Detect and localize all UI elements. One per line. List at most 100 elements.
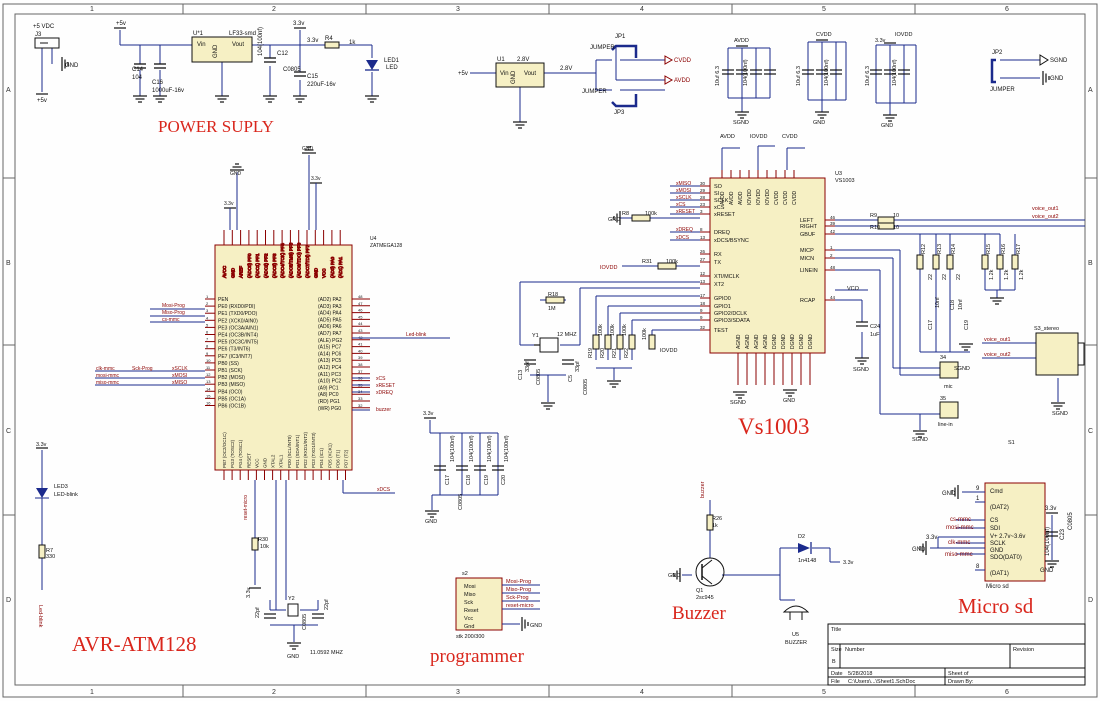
r18-ref: R18	[548, 292, 558, 298]
avr-net-xsclk: xSCLK	[172, 366, 188, 372]
r8-ref: R8	[622, 211, 629, 217]
avr-left-pin-num: 3	[206, 308, 209, 313]
decoup-sgnd: SGND	[733, 120, 749, 126]
vs-iovdd-top: IOVDD	[750, 134, 767, 140]
col-label-4b: 4	[640, 689, 644, 696]
vs-left-pin-num: 9	[700, 315, 703, 320]
avr-right-pin-label: (AD7) PA7	[318, 331, 342, 337]
jp3-label: JUMPER	[582, 89, 607, 95]
avr-right-pin-label: (A10) PC2	[318, 379, 342, 385]
vs-left-pin-label: DREQ	[714, 230, 731, 236]
j3-ref: J3	[35, 32, 42, 38]
net-avdd: AVDD	[674, 78, 691, 84]
r22-val: 100k	[642, 328, 648, 340]
vs-iovdd-test: IOVDD	[660, 348, 677, 354]
vs-left-net-label: xMOSI	[676, 188, 691, 194]
avr-top-pin-label: (ADC4/TCK) PF4	[280, 243, 285, 278]
codec-c17: C17	[445, 475, 451, 485]
row-label-B: B	[6, 260, 11, 267]
avr-net-cs-mmc: cs-mmc	[162, 317, 180, 323]
sd-v33: 3.3v	[926, 535, 937, 541]
vs-left-pin-num: 32	[700, 325, 706, 330]
vs-bot-pin-label: AGND	[736, 334, 742, 349]
r19-ref: R19	[588, 348, 594, 358]
avr-left-pin-label: PB1 (SCK)	[218, 368, 243, 374]
avr-top-pin-label: (AD1) PA1	[338, 256, 343, 278]
avr-right-pin-num: 39	[358, 355, 363, 360]
q1-ref: Q1	[696, 588, 703, 594]
avr-net-xreset: xRESET	[376, 383, 395, 389]
tb-file: File	[831, 679, 840, 685]
vs-bot-pin-label: DGND	[781, 334, 787, 349]
vs-bot-pin-label: DGND	[799, 334, 805, 349]
vs-left-net-label: xSCLK	[676, 195, 692, 201]
prog-pin-sck: Sck	[464, 600, 473, 606]
vs-left-pin-num: 13	[700, 279, 706, 284]
jp1-ref: JP1	[615, 34, 626, 40]
avr-right-pin-label: (A8) PC0	[318, 392, 339, 398]
vs-cvdd-top: CVDD	[782, 134, 798, 140]
vs-left-pin-label: xDCS/BSYNC	[714, 238, 749, 244]
vs-left-pin-num: 17	[700, 293, 706, 298]
vs-top-pin-label: AVDD	[720, 191, 726, 205]
prog-net-miso: Miso-Prog	[506, 587, 531, 593]
avr-left-pin-label: PB5 (OC1A)	[218, 396, 246, 402]
avr-right-pin-label: (AD6) PA6	[318, 324, 342, 330]
jp3-ref: JP3	[614, 110, 625, 116]
avr-left-pin-num: 6	[206, 330, 209, 335]
avr-right-pin-num: 43	[358, 328, 363, 333]
col-label-2: 2	[272, 6, 276, 13]
avr-left-pin-label: PB3 (MISO)	[218, 382, 245, 388]
vs-left-pin-label: xCS	[714, 205, 725, 211]
avr-right-pin-label: (A14) PC6	[318, 351, 342, 357]
avr-right-pin-num: 40	[358, 348, 363, 353]
vs-left-pin-num: 12	[700, 271, 706, 276]
sd-pin-cs: CS	[990, 518, 998, 524]
vs-left-pin-num: 23	[700, 202, 706, 207]
r14-ref: R14	[951, 244, 957, 254]
border-labels: 1 2 3 4 5 6 1 2 3 4 5 6 A B C D A B C D	[6, 6, 1093, 696]
r31-iovdd: IOVDD	[600, 265, 617, 271]
row-label-A: A	[6, 87, 11, 94]
vs-vco: VCO	[847, 286, 860, 292]
avr-right-pin-num: 48	[358, 294, 363, 299]
avr-left-pin-num: 13	[206, 379, 211, 384]
net-vout1: voice_out1	[1032, 206, 1059, 212]
c18-ref: C18	[950, 300, 956, 310]
u1-vplus: +5v	[116, 21, 126, 27]
avr-right-pin-label: (A13) PC5	[318, 358, 342, 364]
buzzer-v33: 3.3v	[843, 560, 854, 566]
decoup-gnd-c: GND	[881, 123, 893, 129]
avr-right-pin-label: (AD4) PA4	[318, 311, 342, 317]
reg-out: 2.8V	[560, 66, 572, 72]
vs-left-net-label: xCS	[676, 202, 686, 208]
avr-top-pin-label: AVCC	[222, 265, 227, 278]
section-programmer: programmer	[430, 646, 524, 667]
c19-ref: C19	[964, 320, 970, 330]
r13-ref: R13	[937, 244, 943, 254]
avr-left-pin-label: PE6 (T3/INT6)	[218, 347, 251, 353]
v33-label: 3.3v	[293, 21, 304, 27]
codec-c18: C18	[466, 475, 472, 485]
r12-ref: R12	[921, 244, 927, 254]
r30-val: 10k	[260, 544, 269, 550]
avr-bottom-pin-label: PD3 (TXD1/INT3)	[311, 432, 316, 468]
vs-bot-pin-label: DGND	[790, 334, 796, 349]
sd-c23-val: 104(100nf)	[1045, 527, 1051, 556]
vs-left-pin-num: 27	[700, 257, 706, 262]
sd-gnd-c: GND	[1040, 568, 1054, 574]
j3-vplus: +5v	[37, 98, 47, 104]
section-buzzer: Buzzer	[672, 603, 726, 624]
j3-label: +5 VDC	[33, 24, 55, 30]
avr-left-pin-num: 9	[206, 351, 209, 356]
q1-val: 2sc945	[696, 595, 714, 601]
u5-val: BUZZER	[785, 640, 807, 646]
avr-left-pin-num: 10	[206, 358, 211, 363]
avr-net-led-blink: Led-blink	[406, 332, 427, 338]
r15-ref: R15	[986, 244, 992, 254]
avr-v33-top: 3.3v	[224, 201, 234, 207]
s3-label: S3_stereo	[1034, 326, 1059, 332]
vs-right-pin-label: MICN	[800, 256, 814, 262]
tb-title: Title	[831, 627, 841, 633]
vs-bot-pin-label: DGND	[808, 334, 814, 349]
